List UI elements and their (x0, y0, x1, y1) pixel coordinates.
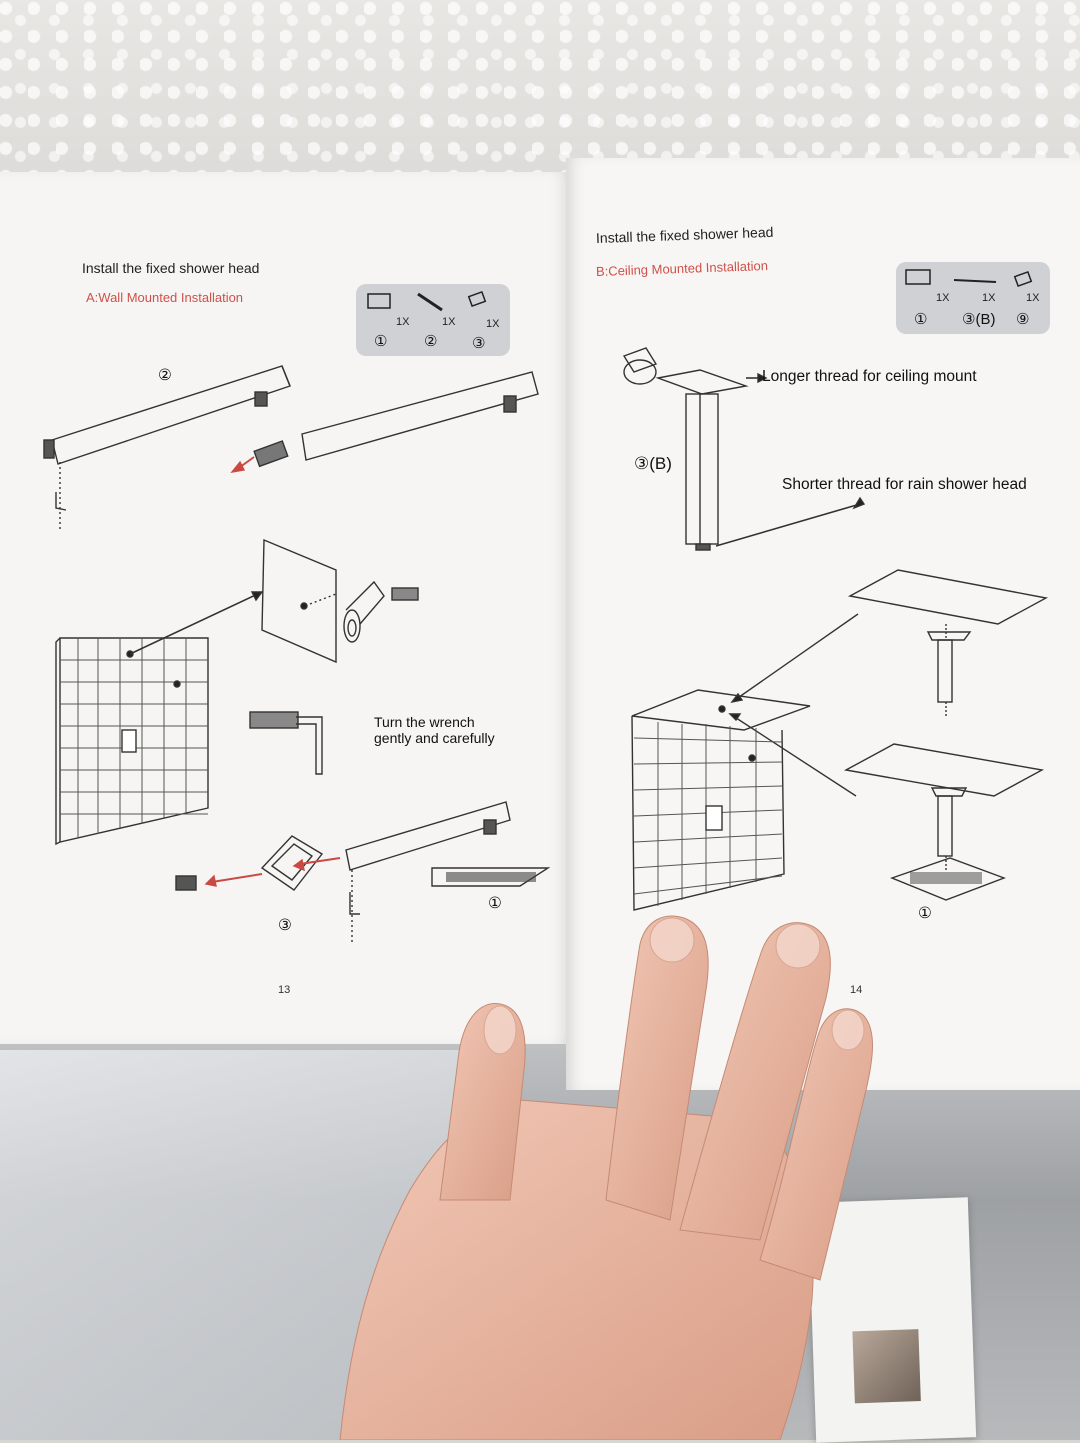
right-part-qty-2: 1X (982, 292, 996, 304)
ceiling-shelf-drawing (631, 689, 811, 731)
right-page-illustrations (622, 347, 1049, 911)
wrench-note: Turn the wrench gently and carefully (374, 714, 495, 746)
label-ceiling-arm: ③(B) (634, 454, 672, 473)
shower-head-part-icon (367, 293, 391, 309)
shower-arm-drawing-2 (301, 371, 539, 461)
plastic-bag (0, 1050, 480, 1440)
right-part-num-2: ③(B) (962, 311, 996, 328)
label-right-head: ① (918, 905, 932, 922)
callout-longer-thread: Longer thread for ceiling mount (762, 368, 977, 385)
page-number-left: 13 (278, 984, 291, 996)
parts-icons (367, 290, 487, 312)
callout-shorter-thread: Shorter thread for rain shower head (782, 476, 1027, 493)
threaded-connector-drawing (253, 440, 289, 468)
shower-head-part-icon (905, 269, 931, 285)
part-qty-1: 1X (396, 316, 410, 328)
wrench-connector-drawing (249, 711, 299, 729)
ceiling-arm-mounted-1 (937, 639, 953, 703)
arm-part-icon (417, 292, 443, 312)
tips-leaflet (807, 1197, 977, 1443)
tiled-wall-drawing (59, 637, 209, 843)
ceiling-arm-part-icon (953, 279, 997, 283)
square-rain-head-ceiling (890, 857, 1006, 901)
left-page-subtitle: A:Wall Mounted Installation (86, 290, 244, 305)
ceiling-arm-mounted-2 (937, 795, 953, 857)
shower-head-top-drawing (622, 347, 658, 373)
right-part-num-1: ① (914, 311, 928, 328)
label-flange: ③ (278, 917, 292, 934)
left-page-title: Install the fixed shower head (82, 260, 260, 276)
leaflet-photo (852, 1329, 921, 1404)
part-num-3: ③ (472, 335, 486, 352)
right-part-qty-3: 1X (1026, 292, 1040, 304)
part-qty-2: 1X (442, 316, 456, 328)
ceiling-arm-drawing (685, 393, 719, 545)
right-parts-icons (905, 269, 1033, 288)
flange-part-icon (1013, 270, 1033, 288)
flange-plate-drawing (260, 835, 324, 891)
left-parts-box: 1X 1X 1X ① ② ③ (356, 284, 510, 356)
right-parts-box: 1X 1X 1X ① ③(B) ⑨ (896, 262, 1050, 334)
ceiling-panel-drawing-1 (847, 569, 1049, 625)
square-rain-head-drawing (431, 867, 551, 887)
left-page-illustrations (43, 365, 551, 942)
label-arm: ② (158, 367, 172, 384)
manual-page-right: Install the fixed shower head B:Ceiling … (566, 158, 1080, 1090)
wrench-note-line1: Turn the wrench (374, 714, 475, 730)
part-num-1: ① (374, 333, 388, 350)
right-part-qty-1: 1X (936, 292, 950, 304)
part-qty-3: 1X (486, 318, 500, 330)
manual-page-left: Install the fixed shower head A:Wall Mou… (0, 172, 570, 1044)
wrench-note-line2: gently and carefully (374, 730, 495, 746)
flange-part-icon (467, 290, 487, 308)
right-tiled-wall-drawing (631, 715, 785, 911)
page-number-right: 14 (850, 984, 863, 996)
arm-with-head-drawing (345, 801, 511, 871)
right-part-num-3: ⑨ (1016, 311, 1030, 328)
label-head: ① (488, 895, 502, 912)
part-num-2: ② (424, 333, 438, 350)
elbow-fitting-drawing (343, 609, 361, 643)
ceiling-flange-drawing (655, 369, 749, 395)
wall-closeup-drawing (261, 538, 337, 664)
